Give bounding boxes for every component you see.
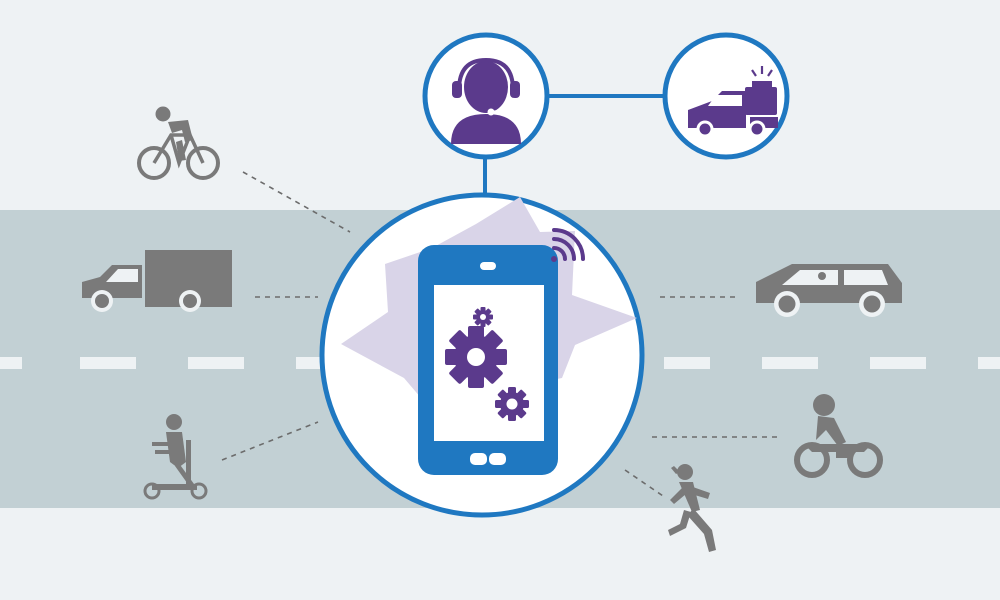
connector-cyclist [242,171,351,233]
network-links [483,94,665,196]
responder-node [662,32,790,160]
car-icon [756,264,902,317]
gear-icon [495,387,529,421]
delivery-truck-icon [82,250,232,312]
gear-icon [473,307,493,327]
smartphone-gears-icon [418,245,558,475]
pedestrian-runner-icon [668,464,716,552]
phone-node [319,192,645,518]
connector-pedestrian [624,469,667,499]
operator-node [422,32,550,160]
scooter-rider-icon [143,414,208,500]
gear-icon [445,326,507,388]
wireless-signal-icon [551,228,585,262]
dashed-connectors [221,171,780,499]
connector-scooter [221,421,319,461]
call-center-agent-icon [451,57,521,144]
cyclist-icon [137,106,220,180]
motorcyclist-icon [794,394,883,478]
emergency-tow-truck-icon [688,66,778,138]
